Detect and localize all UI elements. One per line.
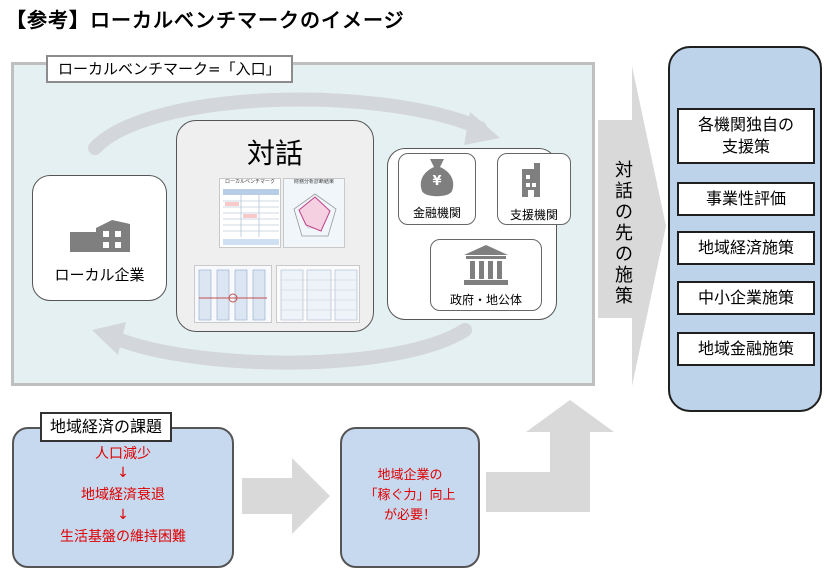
- beyond-char: の: [615, 202, 633, 223]
- finance-institution-label: 金融機関: [412, 206, 461, 220]
- government-building-icon: [464, 245, 508, 285]
- local-company-label: ローカル企業: [54, 266, 145, 284]
- dialogue-label: 対話: [246, 137, 303, 170]
- beyond-char: の: [615, 244, 633, 265]
- benchmark-sheet-thumbnail: ローカルベンチマーク: [219, 178, 281, 248]
- regional-issues-box: [12, 427, 234, 568]
- panel-caption: ローカルベンチマーク=「入口」: [46, 55, 293, 83]
- earning-power-line1: 地域企業の: [377, 468, 443, 483]
- government-label: 政府・地公体: [449, 293, 522, 307]
- earning-power-line2: 「稼ぐ力」向上: [364, 488, 456, 503]
- beyond-dialogue-label: 対 話 の 先 の 施 策: [604, 160, 644, 307]
- beyond-char: 先: [615, 223, 633, 244]
- issue-item: 地域経済衰退: [81, 487, 165, 503]
- own-support-line2: 支援策: [721, 137, 770, 156]
- yen-symbol: ¥: [432, 174, 442, 189]
- beyond-char: 対: [615, 160, 633, 181]
- earning-power-line3: が必要！: [383, 508, 436, 523]
- regional-issues-caption: 地域経済の課題: [40, 412, 173, 442]
- building-icon: [70, 220, 130, 252]
- flow-chart-thumbnail: [194, 265, 272, 323]
- office-building-icon: [522, 163, 540, 197]
- issue-item: 人口減少: [95, 446, 151, 462]
- business-evaluation-policy: 事業性評価: [677, 182, 815, 216]
- earning-power-box: [340, 427, 480, 568]
- issue-item: 生活基盤の維持困難: [60, 529, 186, 545]
- doc-heading-left: ローカルベンチマーク: [224, 179, 275, 185]
- beyond-char: 話: [615, 181, 633, 202]
- support-institution-label: 支援機関: [509, 208, 558, 222]
- beyond-char: 策: [615, 286, 633, 307]
- own-support-line1: 各機関独自の: [697, 115, 794, 134]
- regional-economy-policy: 地域経済施策: [677, 231, 815, 265]
- own-support-policy: 各機関独自の 支援策: [677, 108, 815, 164]
- beyond-char: 施: [615, 265, 633, 286]
- page-title: 【参考】ローカルベンチマークのイメージ: [6, 8, 405, 32]
- financial-diagnosis-thumbnail: 財務分析診断結果: [283, 178, 345, 248]
- sme-policy: 中小企業施策: [677, 281, 815, 315]
- issue-arrow: ↓: [117, 507, 129, 523]
- issue-arrow: ↓: [117, 465, 129, 481]
- money-bag-icon: [420, 159, 454, 197]
- checklist-thumbnail: [276, 265, 360, 323]
- regional-finance-policy: 地域金融施策: [677, 332, 815, 366]
- doc-heading-right: 財務分析診断結果: [293, 179, 334, 185]
